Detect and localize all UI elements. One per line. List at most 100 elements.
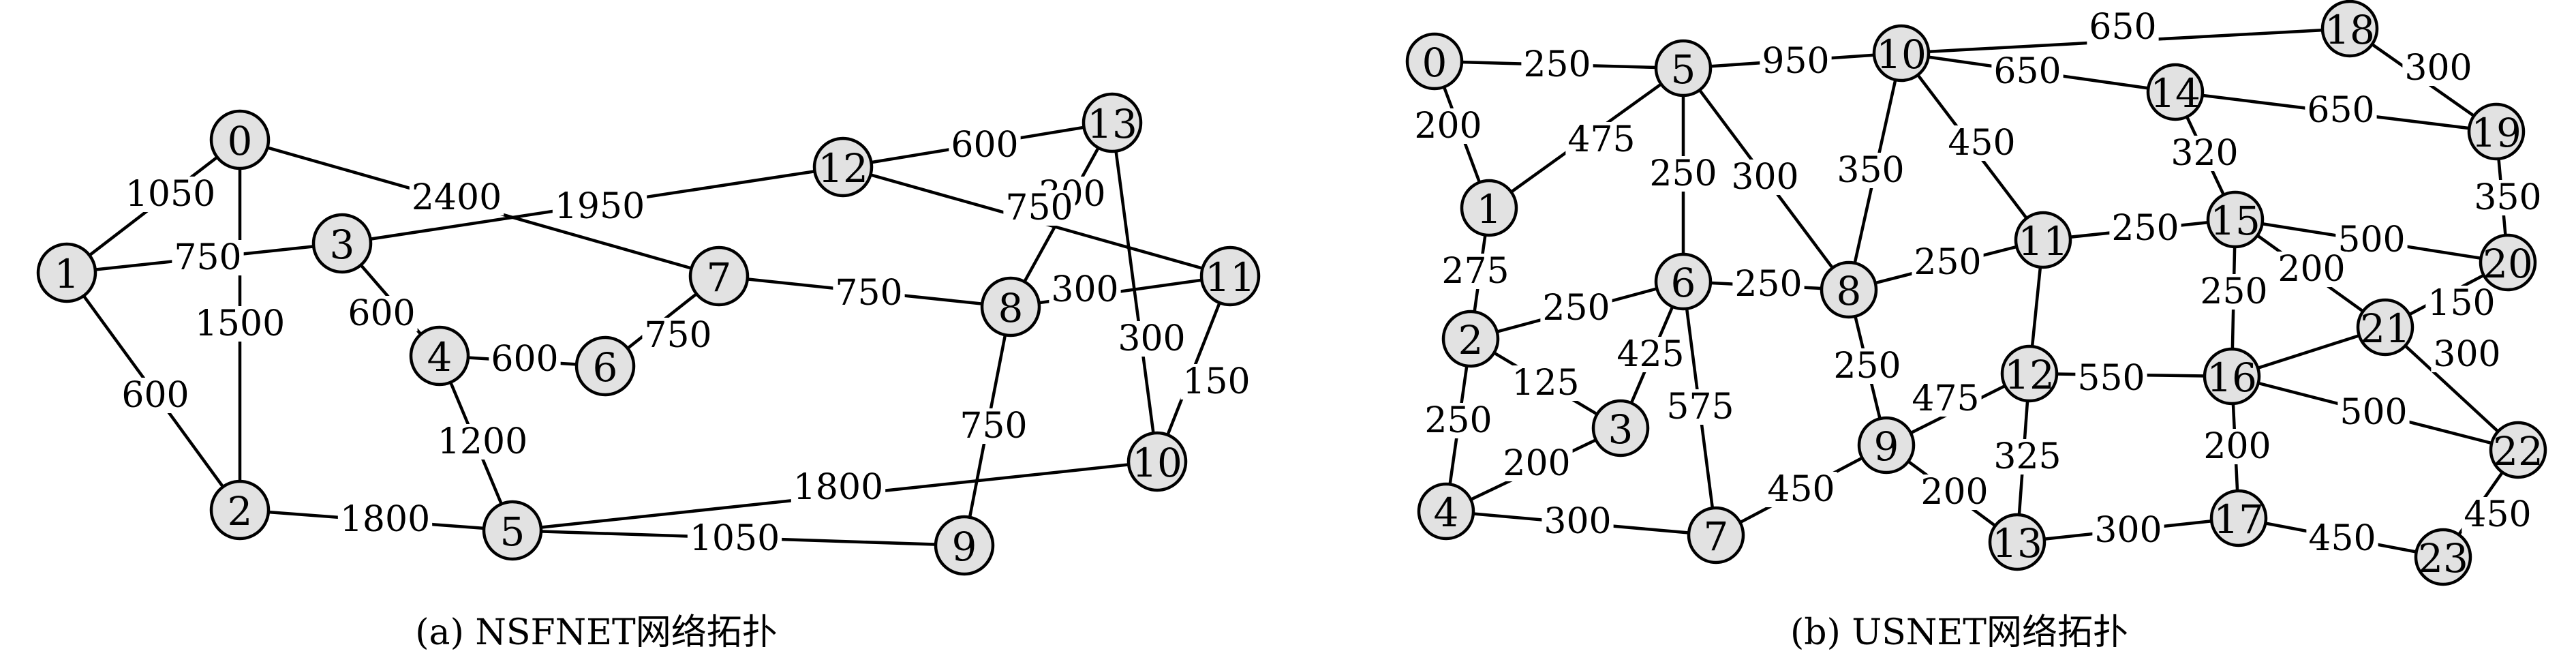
nsfnet-node-circle — [409, 325, 470, 387]
usnet-node-circle — [2320, 0, 2379, 58]
usnet-edge-weight-5-8: 300 — [1731, 157, 1798, 198]
nsfnet-edge-weight-bg — [687, 521, 782, 556]
nsfnet-node-circle — [482, 500, 543, 561]
usnet-edge-weight-1-5: 475 — [1567, 119, 1635, 160]
usnet-node-label: 13 — [1992, 520, 2042, 567]
nsfnet-edge-weight-0-2: 1500 — [195, 303, 285, 344]
usnet-node-circle — [1417, 482, 1475, 541]
nsfnet-node-circle — [311, 213, 373, 274]
usnet-node-19: 19 — [2467, 102, 2526, 161]
nsfnet-node-11: 11 — [1199, 245, 1261, 307]
nsfnet-edge-weight-bg — [957, 408, 1030, 444]
usnet-node-2: 2 — [1441, 310, 1500, 368]
usnet-edge-weight-bg — [1732, 267, 1805, 302]
nsfnet-node-circle — [980, 276, 1041, 337]
usnet-edge-weight-bg — [2201, 429, 2273, 464]
usnet-node-circle — [1820, 260, 1878, 319]
usnet-edge-weight-7-9: 450 — [1767, 469, 1835, 510]
nsfnet-edge-weight-1-2: 600 — [121, 375, 189, 416]
usnet-node-13: 13 — [1988, 513, 2046, 571]
usnet-node-21: 21 — [2356, 298, 2414, 357]
usnet-edge-weight-bg — [1647, 156, 1719, 192]
usnet-edge-weight-20-21: 150 — [2427, 283, 2495, 324]
usnet-edge-weight-bg — [2431, 337, 2503, 372]
usnet-node-circle — [1460, 179, 1518, 237]
usnet-edge-weight-bg — [1912, 245, 1984, 280]
nsfnet-edge-weight-bg — [1003, 190, 1075, 226]
usnet-edge-weight-9-12: 475 — [1912, 378, 1979, 419]
nsfnet-edge-weight-0-1: 1050 — [125, 174, 215, 215]
usnet-edge-weight-bg — [2472, 180, 2544, 215]
usnet-edge-weight-10-14: 650 — [1993, 51, 2061, 92]
usnet-node-circle — [2206, 190, 2265, 249]
usnet-node-label: 0 — [1422, 40, 1447, 86]
usnet-node-circle — [2356, 298, 2414, 357]
usnet-node-label: 22 — [2493, 428, 2543, 475]
usnet-node-6: 6 — [1654, 252, 1713, 311]
usnet-edge-weight-10-8: 350 — [1837, 150, 1904, 191]
usnet-node-8: 8 — [1820, 260, 1878, 319]
nsfnet-edge-weight-7-8: 750 — [835, 273, 902, 314]
usnet-node-label: 11 — [2018, 218, 2068, 265]
nsfnet-edge-weight-bg — [435, 424, 530, 460]
nsfnet-node-label: 3 — [330, 222, 355, 268]
usnet-node-23: 23 — [2414, 528, 2472, 586]
nsfnet-node-label: 0 — [228, 118, 253, 164]
usnet-node-circle — [1405, 32, 1464, 91]
usnet-edge-weight-bg — [2275, 252, 2348, 287]
nsfnet-edge-weight-bg — [489, 342, 561, 377]
nsfnet-node-2: 2 — [209, 479, 271, 541]
usnet-edge-weight-bg — [1991, 54, 2064, 89]
usnet-edge-weight-bg — [2425, 286, 2498, 321]
usnet-node-circle — [1654, 252, 1713, 311]
nsfnet-edge-weight-3-4: 600 — [348, 293, 415, 334]
usnet-edge-weight-5-10: 950 — [1762, 41, 1829, 82]
usnet-node-circle — [1687, 506, 1745, 565]
usnet-edge-weight-bg — [1664, 389, 1736, 425]
usnet-edge-weight-bg — [1831, 348, 1903, 384]
nsfnet-node-label: 12 — [818, 145, 868, 192]
nsfnet-node-circle — [1199, 245, 1261, 307]
nodes-layer: 0123456789101112130123456789101112131415… — [36, 0, 2547, 586]
usnet-node-0: 0 — [1405, 32, 1464, 91]
usnet-node-circle — [2489, 421, 2547, 479]
usnet-edge-weight-21-22: 300 — [2433, 334, 2500, 375]
usnet-edge-weight-6-7: 575 — [1666, 387, 1734, 427]
nsfnet-edge-weight-13-10: 300 — [1118, 318, 1185, 359]
usnet-edge-weight-bg — [2198, 274, 2270, 310]
usnet-edge-weight-16-17: 200 — [2203, 426, 2271, 467]
usnet-node-label: 14 — [2150, 70, 2201, 117]
nsfnet-node-4: 4 — [409, 325, 470, 387]
nsfnet-edge-weight-2-5: 1800 — [340, 499, 430, 540]
usnet-node-label: 17 — [2213, 496, 2264, 543]
usnet-edge-weight-8-9: 250 — [1833, 346, 1901, 387]
usnet-edge-weight-bg — [1765, 472, 1837, 507]
usnet-node-15: 15 — [2206, 190, 2265, 249]
usnet-node-label: 2 — [1458, 317, 1484, 363]
usnet-edge-weight-bg — [1991, 439, 2064, 475]
nsfnet-node-circle — [1126, 431, 1188, 492]
usnet-edge-weight-17-23: 450 — [2308, 518, 2376, 559]
nsfnet-node-5: 5 — [482, 500, 543, 561]
nsfnet-edge-weight-1-3: 750 — [174, 237, 241, 278]
nsfnet-edge-weight-5-9: 1050 — [690, 518, 780, 559]
usnet-edge-weight-bg — [2075, 361, 2147, 396]
nsfnet-node-circle — [812, 136, 874, 198]
usnet-edge-weight-bg — [2335, 222, 2408, 258]
usnet-edge-weight-bg — [1946, 125, 2018, 161]
nsfnet-edge-weight-12-13: 600 — [951, 125, 1018, 166]
usnet-node-label: 5 — [1671, 46, 1696, 93]
usnet-edge-weight-13-17: 300 — [2094, 510, 2162, 551]
usnet-node-circle — [1988, 513, 2046, 571]
usnet-node-label: 10 — [1876, 31, 1927, 78]
usnet-node-label: 20 — [2483, 241, 2533, 287]
usnet-node-circle — [2014, 211, 2072, 269]
nsfnet-node-label: 8 — [998, 285, 1024, 331]
usnet-edge-weight-bg — [1412, 108, 1484, 144]
usnet-node-circle — [1872, 24, 1931, 82]
usnet-edge-weight-6-8: 250 — [1734, 264, 1802, 305]
usnet-edge-weight-bg — [2306, 521, 2378, 556]
usnet-node-label: 4 — [1434, 490, 1459, 536]
usnet-edge-weight-6-3: 425 — [1616, 334, 1684, 375]
